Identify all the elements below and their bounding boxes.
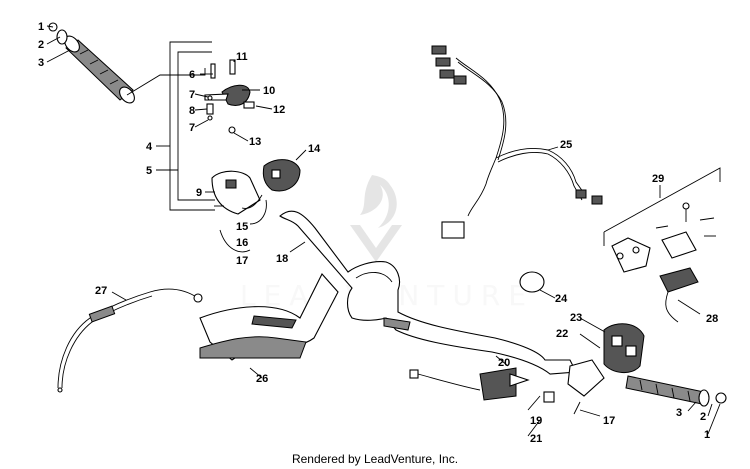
footer-text: Rendered by LeadVenture, Inc.: [292, 452, 458, 466]
handlebar-pad: [199, 273, 339, 361]
callout-17: 17: [236, 255, 248, 267]
left-switch-housing: [211, 170, 261, 215]
callout-19: 19: [530, 415, 542, 427]
watermark-v-icon: [350, 225, 402, 262]
watermark-flame-icon: [360, 175, 397, 228]
mounting-bracket: [611, 202, 716, 273]
callout-7b: 7: [189, 122, 195, 134]
relay-module: [659, 267, 699, 323]
callout-4: 4: [146, 141, 153, 153]
callout-20: 20: [498, 357, 510, 369]
wiring-harness: [431, 45, 603, 239]
callout-26: 26: [256, 373, 268, 385]
callout-25: 25: [560, 139, 572, 151]
callout-3: 3: [38, 57, 44, 69]
throttle-cable: [57, 288, 203, 393]
callout-1: 1: [38, 21, 44, 33]
left-grip: [64, 35, 135, 104]
callout-6: 6: [189, 69, 195, 81]
callout-7: 7: [189, 89, 195, 101]
callout-2b: 2: [700, 411, 706, 423]
throttle-lever: [204, 59, 255, 134]
callout-23: 23: [570, 312, 582, 324]
callout-10: 10: [263, 85, 275, 97]
callout-27: 27: [95, 285, 107, 297]
callout-8: 8: [189, 105, 195, 117]
right-plug-screw: [715, 392, 727, 404]
callout-1b: 1: [704, 429, 710, 441]
right-control-housing: [603, 323, 645, 373]
callout-16: 16: [236, 237, 248, 249]
left-end-cap: [56, 29, 68, 45]
callout-14: 14: [308, 143, 321, 155]
callout-12: 12: [273, 104, 285, 116]
callout-18: 18: [276, 253, 288, 265]
callout-3b: 3: [676, 407, 682, 419]
callout-22: 22: [556, 328, 568, 340]
callout-29: 29: [652, 173, 664, 185]
retaining-ring: [519, 271, 545, 293]
callout-24: 24: [555, 293, 568, 305]
callout-labels: 1 2 3 4 5 6 7 8 7 9 10 11 12 13 14 15 16…: [38, 21, 718, 445]
callout-15: 15: [236, 221, 248, 233]
callout-5: 5: [146, 165, 152, 177]
callout-13: 13: [249, 136, 261, 148]
kill-switch: [262, 159, 301, 192]
callout-11: 11: [236, 51, 248, 63]
callout-28: 28: [706, 313, 718, 325]
right-grip: [625, 375, 710, 407]
callout-21: 21: [530, 433, 542, 445]
lower-bracket: [409, 367, 555, 403]
callout-2: 2: [38, 39, 44, 51]
throttle-bracket: [567, 359, 605, 415]
handlebar: [279, 210, 577, 375]
callout-9: 9: [196, 187, 202, 199]
callout-17b: 17: [603, 415, 615, 427]
